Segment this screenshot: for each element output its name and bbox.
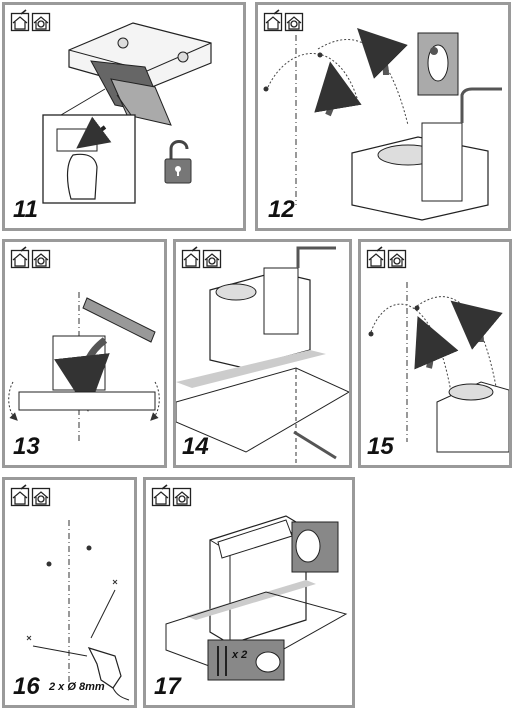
step-11-panel: 11 xyxy=(2,2,246,231)
step-number: 11 xyxy=(13,198,38,222)
step-16-panel: 16 2 x Ø 8mm xyxy=(2,477,137,708)
screw-count-note: x 2 xyxy=(232,649,247,661)
step-number: 15 xyxy=(367,435,394,459)
step-16-illustration xyxy=(5,480,134,705)
step-number: 14 xyxy=(182,435,209,459)
step-number: 16 xyxy=(13,675,40,699)
step-17-panel: 17 x 2 xyxy=(143,477,355,708)
step-number: 13 xyxy=(13,435,40,459)
step-14-panel: 14 xyxy=(173,239,352,468)
step-17-illustration xyxy=(146,480,352,705)
hand-icon xyxy=(68,154,98,199)
installation-icons xyxy=(12,10,50,31)
step-13-illustration xyxy=(5,242,164,465)
step-15-panel: 15 xyxy=(358,239,512,468)
step-14-illustration xyxy=(176,242,349,465)
unlock-icon xyxy=(171,142,187,160)
step-number: 12 xyxy=(268,198,295,222)
step-13-panel: 13 xyxy=(2,239,167,468)
drill-size-note: 2 x Ø 8mm xyxy=(49,681,105,693)
step-11-illustration xyxy=(5,5,243,228)
step-15-illustration xyxy=(361,242,509,465)
step-12-illustration xyxy=(258,5,508,228)
step-12-panel: 12 xyxy=(255,2,511,231)
step-number: 17 xyxy=(154,675,181,699)
